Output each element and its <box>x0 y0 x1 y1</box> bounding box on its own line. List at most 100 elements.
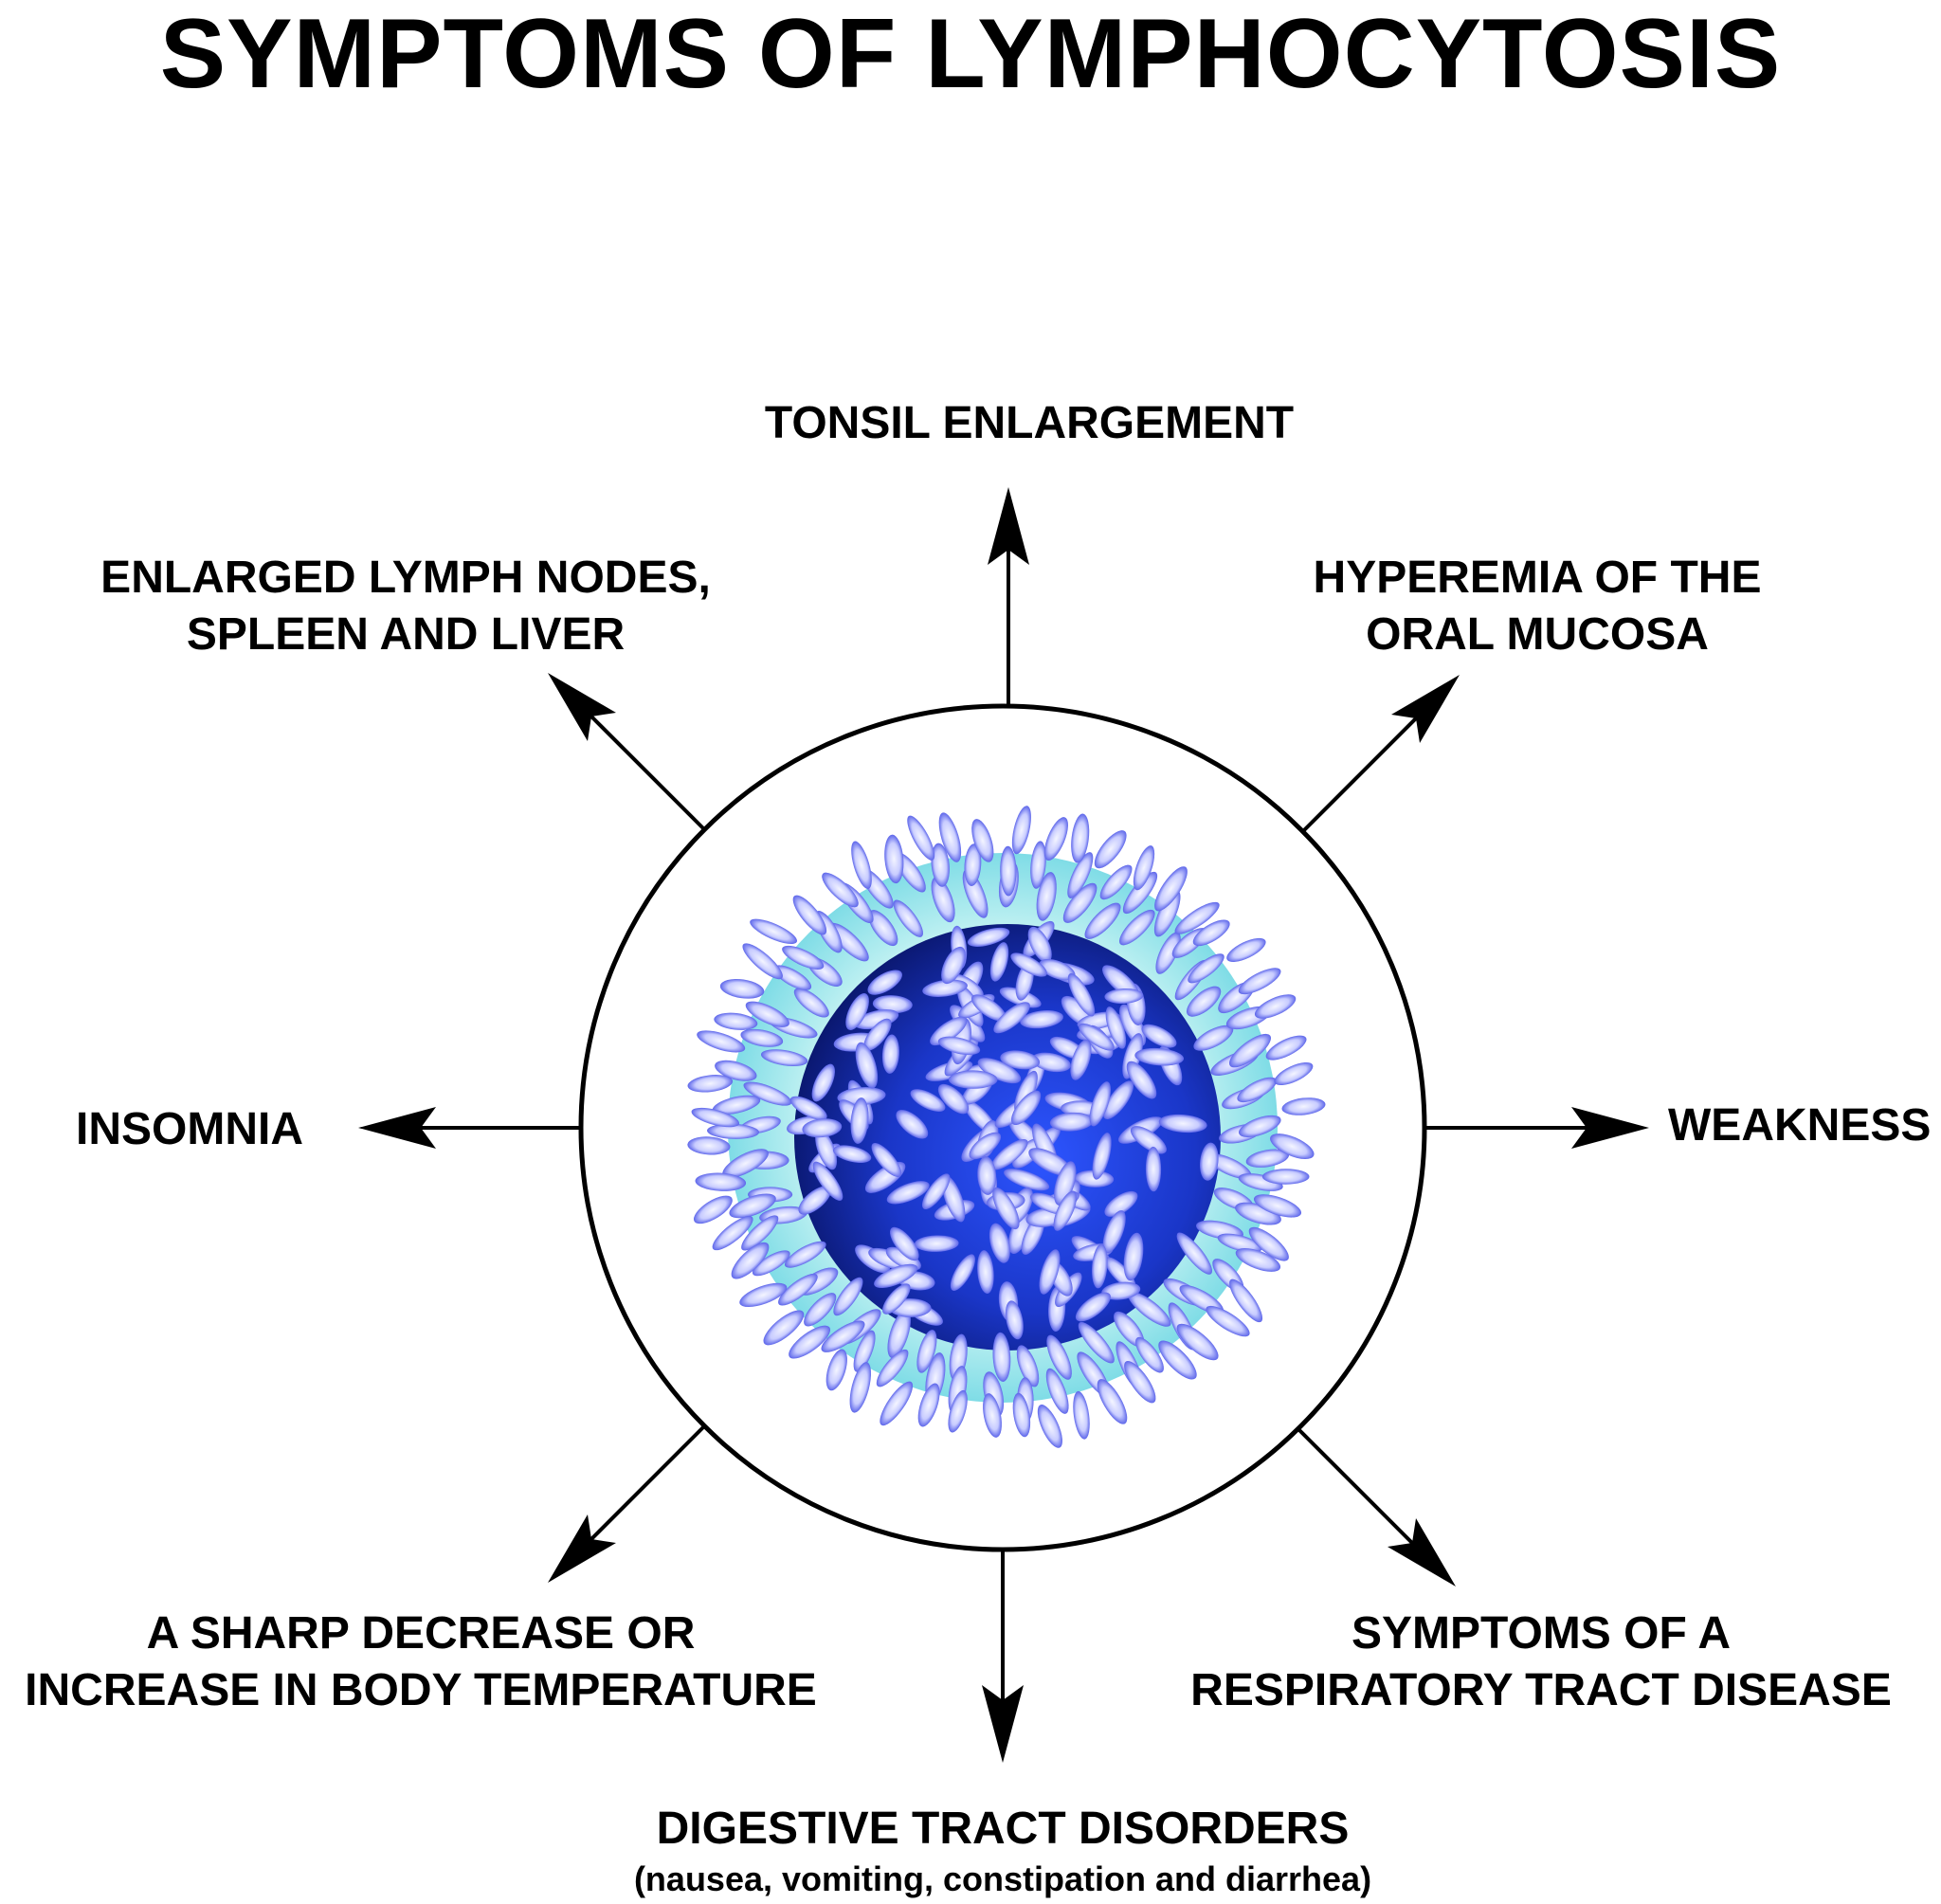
granule <box>1188 953 1224 984</box>
granule <box>739 1282 788 1308</box>
granule <box>1270 1133 1315 1160</box>
granule <box>849 1362 872 1413</box>
granule <box>1079 1023 1115 1051</box>
granule <box>867 970 902 995</box>
granule <box>889 1226 919 1261</box>
granule <box>971 819 994 862</box>
arrow-down-left <box>576 1425 705 1554</box>
granule <box>729 1193 776 1219</box>
granule <box>731 1242 770 1279</box>
granule <box>1039 958 1076 981</box>
granule <box>740 1028 784 1047</box>
granule <box>763 1310 805 1346</box>
granule <box>1028 1148 1072 1176</box>
granule <box>921 1173 951 1210</box>
granule <box>992 1187 1020 1230</box>
granule <box>1104 1190 1138 1217</box>
granule <box>752 1250 790 1277</box>
granule <box>916 1330 937 1373</box>
granule <box>1092 1243 1108 1289</box>
granule <box>1094 830 1127 869</box>
granule <box>941 1175 966 1223</box>
arrowhead-down <box>982 1685 1024 1763</box>
granule <box>884 834 904 884</box>
label-note: (nausea, vomiting, constipation and diar… <box>633 1859 1372 1898</box>
granule <box>1217 1233 1262 1253</box>
granule <box>697 1030 746 1053</box>
granule <box>804 1293 837 1327</box>
granule <box>1119 909 1155 946</box>
granule <box>922 979 968 997</box>
granule <box>1186 986 1222 1017</box>
granule <box>1027 926 1052 963</box>
granule <box>896 1110 929 1139</box>
granule <box>1074 1170 1115 1188</box>
granule <box>1020 1010 1063 1029</box>
granule <box>1245 1149 1290 1168</box>
granule <box>990 1138 1028 1170</box>
label-line: RESPIRATORY TRACT DISEASE <box>1190 1665 1892 1715</box>
granule <box>1073 1390 1090 1440</box>
arrows <box>417 538 1592 1706</box>
granule <box>1133 845 1155 891</box>
granule <box>798 1186 831 1215</box>
granule <box>1012 1392 1031 1438</box>
granule <box>812 1161 844 1201</box>
granule <box>714 1012 758 1030</box>
granule <box>1104 988 1144 1005</box>
granule <box>1102 1210 1126 1254</box>
granule <box>853 1330 876 1372</box>
granule <box>1155 932 1181 974</box>
granule <box>828 922 869 962</box>
granule <box>937 1036 981 1056</box>
granule <box>1078 1321 1115 1364</box>
granule <box>977 1058 1022 1084</box>
granule <box>977 1250 994 1295</box>
page-title: SYMPTOMS OF LYMPHOCYTOSIS <box>159 0 1782 109</box>
granule <box>937 1083 970 1115</box>
symptom-tonsil-enlargement: TONSIL ENLARGEMENT <box>765 395 1294 452</box>
granule <box>1124 1361 1156 1404</box>
granule <box>1062 882 1097 923</box>
granule <box>1097 1379 1128 1424</box>
granule <box>1030 841 1046 889</box>
granule <box>893 899 923 937</box>
granule <box>1176 1323 1219 1361</box>
granule <box>1126 1061 1157 1099</box>
granule <box>822 872 859 908</box>
granule <box>1130 1126 1167 1154</box>
symptom-hyperemia-oral-mucosa: HYPEREMIA OF THE ORAL MUCOSA <box>1314 550 1762 663</box>
granule <box>1037 1405 1062 1448</box>
granule <box>845 993 869 1030</box>
granule <box>1229 1278 1263 1323</box>
granule <box>1176 1232 1212 1275</box>
granule <box>1031 1052 1071 1073</box>
granule <box>874 1263 918 1289</box>
granule <box>983 1393 1002 1438</box>
granule <box>782 945 825 970</box>
granule <box>1254 994 1297 1019</box>
granule <box>793 988 829 1018</box>
granule <box>1067 852 1094 898</box>
arrow-down-right <box>1297 1427 1425 1556</box>
label-line: INCREASE IN BODY TEMPERATURE <box>25 1665 817 1715</box>
label-line: ORAL MUCOSA <box>1366 609 1709 660</box>
symptom-respiratory-tract-disease: SYMPTOMS OF A RESPIRATORY TRACT DISEASE <box>1190 1605 1892 1719</box>
granule <box>707 1123 759 1139</box>
granule <box>712 1095 761 1115</box>
arrowhead-up-right <box>1391 675 1460 743</box>
granule <box>964 843 982 886</box>
granule <box>1128 1291 1171 1327</box>
granule <box>789 1096 827 1120</box>
granule <box>837 1087 886 1106</box>
arrowhead-right <box>1571 1107 1649 1149</box>
granules <box>687 806 1326 1448</box>
granule <box>1075 1292 1111 1322</box>
granule <box>833 1277 863 1316</box>
granule <box>851 841 872 890</box>
label-line: WEAKNESS <box>1668 1100 1932 1151</box>
granule <box>969 1132 1002 1160</box>
granule <box>1237 1077 1278 1103</box>
granule <box>722 1149 769 1178</box>
